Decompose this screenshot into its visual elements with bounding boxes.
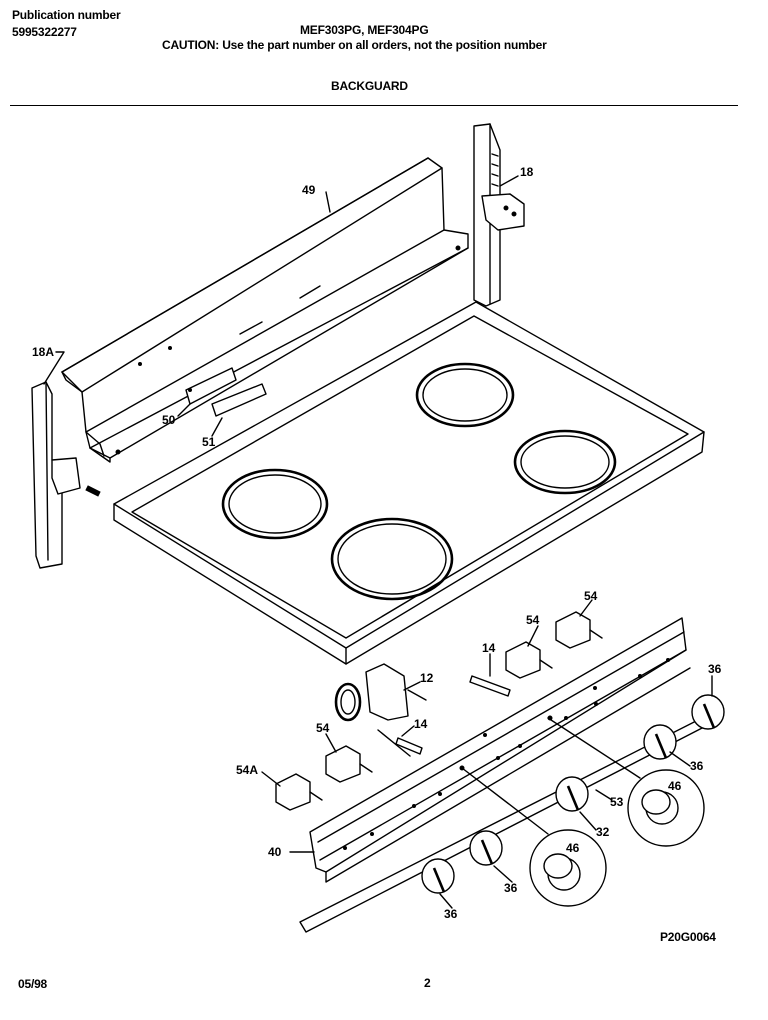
control-knobs [421,694,725,894]
publication-number-label: Publication number [12,8,121,22]
section-title: BACKGUARD [331,79,408,93]
infinite-switches [275,611,603,811]
part-label-36-low: 36 [444,907,458,921]
caution-note: CAUTION: Use the part number on all orde… [162,38,547,52]
part-label-14-top: 14 [482,641,496,655]
part-label-14-low: 14 [414,717,428,731]
bracket-and-label [185,367,267,417]
part-label-54-right: 54 [584,589,598,603]
publication-number: 5995322277 [12,25,77,39]
part-label-18a: 18A [32,345,54,359]
diagram-code: P20G0064 [660,930,716,944]
part-label-40: 40 [268,845,282,859]
cooktop [113,301,705,665]
model-numbers: MEF303PG, MEF304PG [300,23,429,37]
part-label-54-left: 54 [316,721,330,735]
header-divider [10,105,738,106]
part-label-36-r1: 36 [708,662,722,676]
part-label-36-r2: 36 [690,759,704,773]
part-label-32: 32 [596,825,610,839]
backguard-panel [61,157,469,463]
knob-detail-callouts [461,717,705,907]
part-label-49: 49 [302,183,316,197]
control-panel [299,617,707,933]
part-label-54-mid: 54 [526,613,540,627]
end-bracket-right [473,123,525,307]
part-label-36-mid: 36 [504,881,518,895]
part-label-50: 50 [162,413,176,427]
part-label-12: 12 [420,671,434,685]
part-label-53: 53 [610,795,624,809]
part-label-46-top: 46 [668,779,682,793]
page-number: 2 [424,976,431,990]
part-label-46-low: 46 [566,841,580,855]
part-number-labels: 49 18 18A 50 51 54 54 14 12 14 54 54A 36… [32,165,722,921]
part-label-54a: 54A [236,763,258,777]
leader-lines [43,175,713,909]
part-label-51: 51 [202,435,216,449]
clock-timer [334,663,511,757]
end-bracket-left [31,381,101,569]
publication-date: 05/98 [18,977,48,991]
part-label-18: 18 [520,165,534,179]
